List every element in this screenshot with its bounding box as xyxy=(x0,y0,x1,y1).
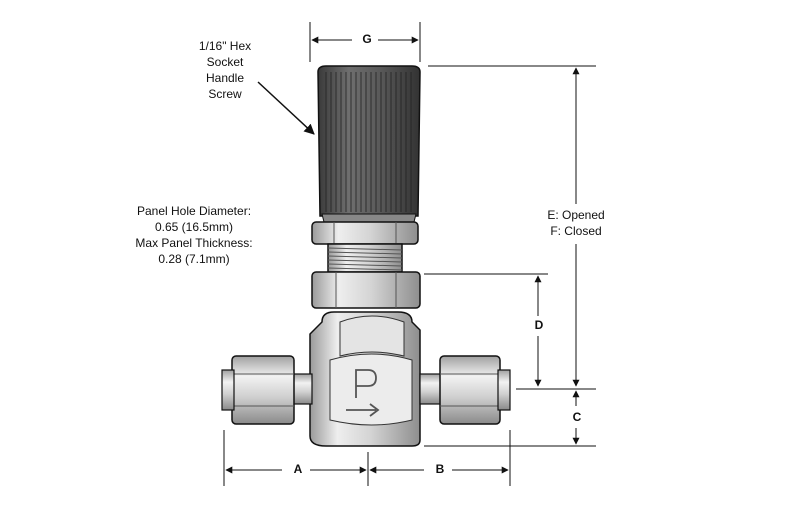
handle-screw-leader xyxy=(257,81,315,135)
dim-g-label: G xyxy=(356,32,378,46)
right-tube-fitting xyxy=(419,355,511,425)
panel-spec-label: Panel Hole Diameter: 0.65 (16.5mm) Max P… xyxy=(124,203,264,267)
dim-b-label: B xyxy=(428,462,452,476)
bonnet-nut xyxy=(311,271,421,309)
handle-screw-line-4: Screw xyxy=(208,87,242,101)
valve-body xyxy=(309,311,421,447)
handle-knob xyxy=(317,65,421,223)
handle-screw-line-3: Handle xyxy=(205,71,245,85)
f-closed-label: F: Closed xyxy=(550,224,602,238)
e-opened-label: E: Opened xyxy=(547,208,605,222)
handle-screw-line-1: 1/16" Hex xyxy=(198,39,252,53)
left-tube-fitting xyxy=(221,355,313,425)
dimension-a-b xyxy=(223,430,511,486)
dim-c-label: C xyxy=(566,410,588,424)
panel-thickness-value: 0.28 (7.1mm) xyxy=(158,252,230,266)
handle-screw-label: 1/16" Hex Socket Handle Screw xyxy=(190,38,260,102)
handle-screw-line-2: Socket xyxy=(206,55,244,69)
e-f-label: E: Opened F: Closed xyxy=(540,207,612,239)
dimension-d xyxy=(424,273,548,387)
panel-hole-heading: Panel Hole Diameter: xyxy=(136,204,252,218)
threaded-bonnet xyxy=(327,243,403,273)
dim-d-label: D xyxy=(528,318,550,332)
panel-thickness-heading: Max Panel Thickness: xyxy=(135,236,253,250)
dimension-e-f xyxy=(428,65,596,387)
dimension-g xyxy=(309,22,421,62)
dim-a-label: A xyxy=(286,462,310,476)
panel-hole-value: 0.65 (16.5mm) xyxy=(154,220,234,234)
parker-logo-icon xyxy=(346,369,380,417)
panel-nut xyxy=(311,221,419,245)
